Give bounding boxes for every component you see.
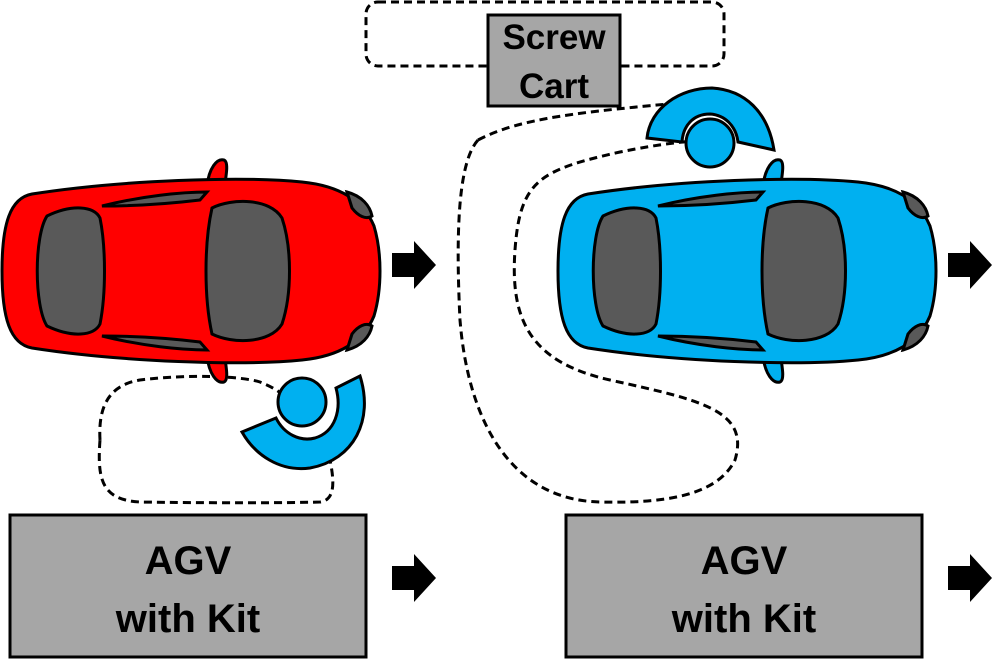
robot-left — [239, 373, 366, 471]
robot-arm-left-icon — [239, 373, 366, 471]
right-arrow-icon — [392, 241, 436, 289]
right-arrow-icon — [392, 554, 436, 602]
right-arrow-icon — [948, 554, 992, 602]
robot-right — [645, 86, 776, 169]
screw-cart-label-1: Screw — [502, 18, 606, 57]
agv-right-label-2: with Kit — [671, 597, 816, 641]
robot-base-left-icon — [276, 376, 328, 428]
right-arrow-icon — [948, 241, 992, 289]
robot-arm-right-icon — [645, 86, 776, 152]
robot-path-right — [456, 138, 740, 504]
robot-base-right-icon — [684, 117, 736, 169]
agv-left: AGV with Kit — [8, 513, 368, 659]
agv-right-label-1: AGV — [701, 539, 788, 583]
car-red — [0, 158, 382, 384]
agv-right: AGV with Kit — [564, 513, 924, 659]
screw-cart-label-2: Cart — [519, 67, 589, 106]
car-blue — [556, 158, 938, 384]
robot-path-right-top — [477, 100, 691, 142]
screw-cart-box: Screw Cart — [486, 13, 622, 108]
agv-left-label-1: AGV — [145, 539, 232, 583]
agv-left-label-2: with Kit — [115, 597, 260, 641]
